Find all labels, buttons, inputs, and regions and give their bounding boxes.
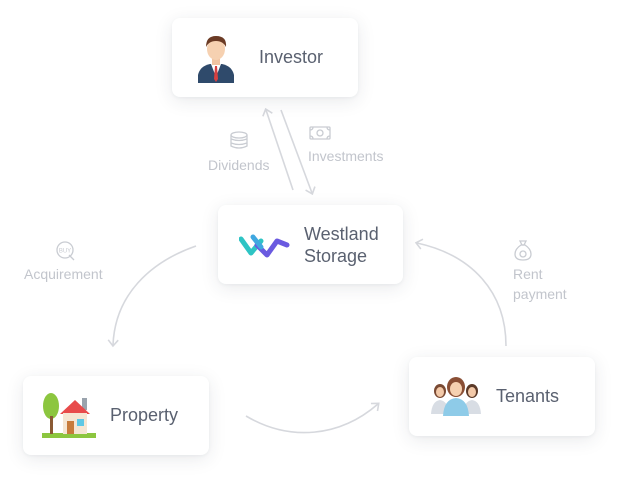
rent-payment-arrow <box>414 238 507 347</box>
tenants-label: Tenants <box>496 386 560 406</box>
rent-payment-label: Rent payment <box>513 264 567 304</box>
westland-logo-icon <box>239 234 290 258</box>
svg-text:BUY: BUY <box>59 249 71 255</box>
westland-label: Westland Storage <box>304 223 379 267</box>
dividends-label: Dividends <box>208 157 270 173</box>
cash-icon <box>309 126 331 140</box>
property-card: Property <box>23 376 209 455</box>
coins-icon <box>230 131 248 149</box>
acquirement-label: Acquirement <box>24 266 103 282</box>
investor-card: Investor <box>172 18 358 97</box>
investor-icon <box>198 36 234 83</box>
property-label: Property <box>110 405 179 425</box>
acquirement-arrow <box>107 245 197 348</box>
money-bag-icon <box>514 240 532 261</box>
buy-tag-icon: BUY <box>56 241 75 261</box>
tenants-icon <box>431 377 481 416</box>
property-to-tenants-arrow <box>245 402 380 434</box>
tenants-card: Tenants <box>409 357 595 436</box>
rent-payment-label-line1: Rent <box>513 266 543 282</box>
investments-arrow <box>280 109 316 196</box>
westland-label-line2: Storage <box>304 246 368 266</box>
investments-label: Investments <box>308 148 384 164</box>
house-icon <box>42 393 96 438</box>
dividends-arrow <box>262 107 294 191</box>
westland-label-line1: Westland <box>304 224 379 244</box>
investor-label: Investor <box>259 47 324 67</box>
rent-payment-label-line2: payment <box>513 286 567 302</box>
westland-storage-card: Westland Storage <box>218 205 403 284</box>
